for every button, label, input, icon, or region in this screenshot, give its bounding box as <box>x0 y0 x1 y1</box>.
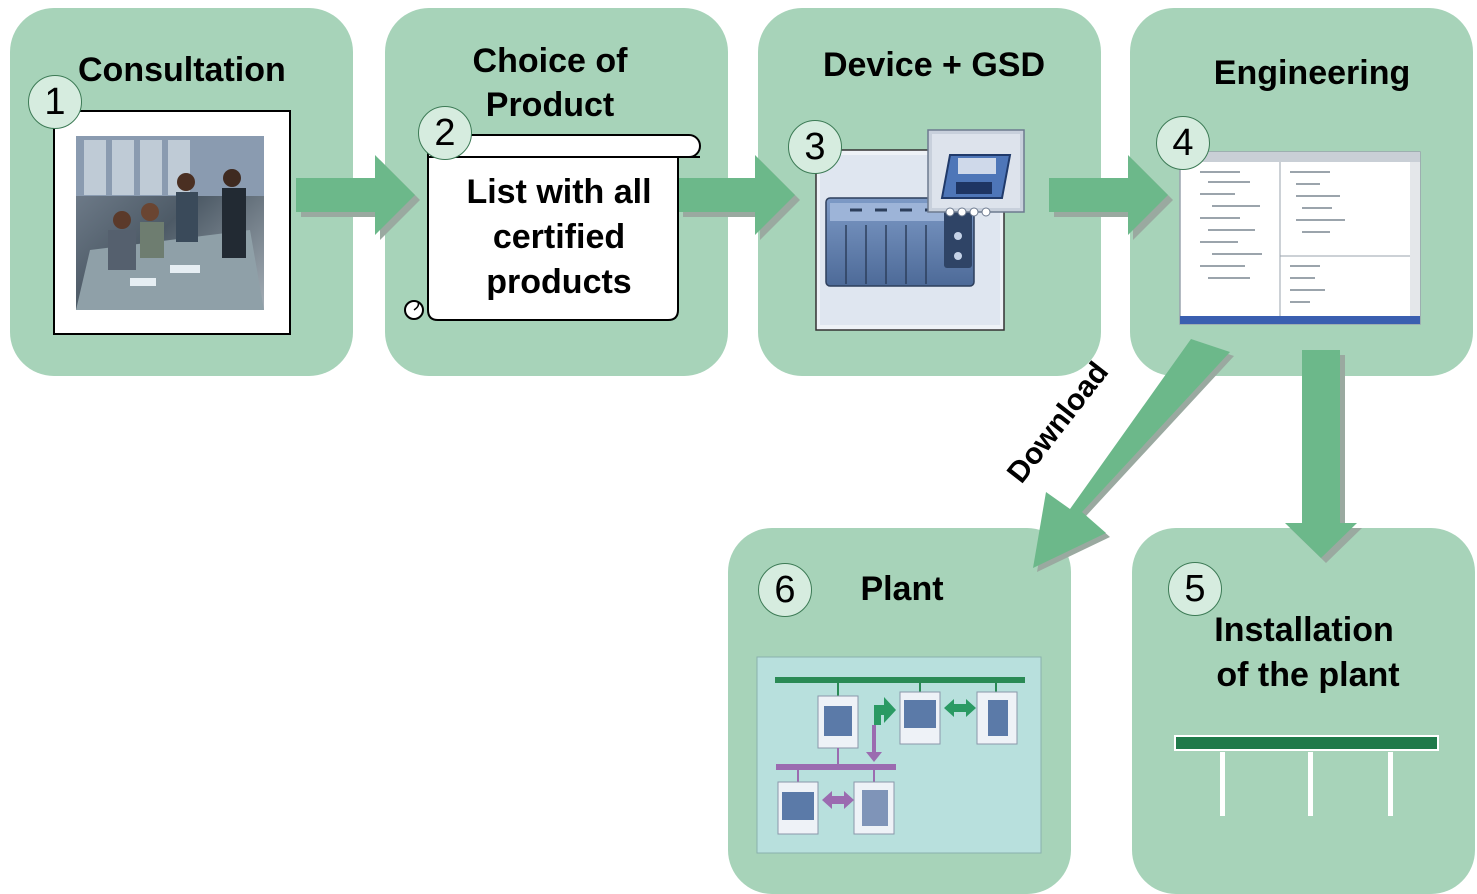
scroll-text-line3: products <box>486 263 632 301</box>
title-choice-of-product-line2: Product <box>485 86 615 124</box>
consultation-photo <box>53 110 291 335</box>
step-number-1: 1 <box>28 75 82 129</box>
arrow-4-to-5 <box>1285 350 1362 563</box>
title-engineering: Engineering <box>1213 54 1411 92</box>
title-installation-line2: of the plant <box>1216 656 1400 694</box>
engineering-screenshot <box>1179 151 1421 325</box>
arrow-download <box>1033 339 1234 572</box>
certified-list-scroll <box>404 134 701 321</box>
title-consultation: Consultation <box>78 51 286 89</box>
step-number-5: 5 <box>1168 562 1222 616</box>
step-number-3: 3 <box>788 120 842 174</box>
arrow-1-to-2 <box>296 155 420 240</box>
title-plant: Plant <box>860 570 944 608</box>
plant-network-image <box>756 656 1042 854</box>
title-installation-line1: Installation <box>1214 611 1394 649</box>
step-number-6: 6 <box>758 563 812 617</box>
step-number-2: 2 <box>418 106 472 160</box>
arrow-2-to-3 <box>678 155 800 240</box>
title-choice-of-product-line1: Choice of <box>472 42 628 80</box>
scroll-text-line2: certified <box>492 218 626 256</box>
scroll-text-line1: List with all <box>466 173 652 211</box>
installation-bus <box>1174 735 1439 816</box>
device-image <box>815 129 1025 331</box>
arrow-3-to-4 <box>1049 155 1173 240</box>
step-number-4: 4 <box>1156 116 1210 170</box>
title-device-gsd: Device + GSD <box>822 46 1046 84</box>
